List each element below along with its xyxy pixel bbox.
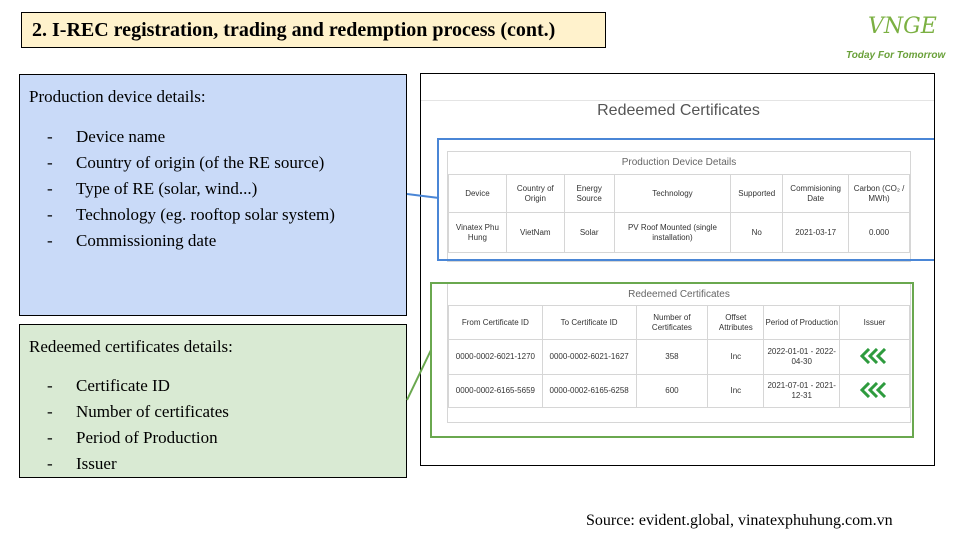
certificate-screenshot: Redeemed Certificates Production Device … <box>420 73 935 466</box>
bullet: - <box>47 231 53 250</box>
table-row: Vinatex Phu Hung VietNam Solar PV Roof M… <box>448 212 910 253</box>
col-header: Commisioning Date <box>782 174 850 213</box>
table-cell: Solar <box>563 212 615 253</box>
logo-tagline: Today For Tomorrow <box>846 50 946 61</box>
table-cell: 2022-01-01 - 2022-04-30 <box>763 339 841 375</box>
redeemed-certificates-card: Redeemed Certificates From Certificate I… <box>447 283 911 423</box>
bullet: - <box>47 454 53 473</box>
col-header: Technology <box>613 174 732 213</box>
table-row: 0000-0002-6165-5659 0000-0002-6165-6258 … <box>448 374 910 408</box>
table-header-row: From Certificate ID To Certificate ID Nu… <box>448 305 910 340</box>
bullet: - <box>47 205 53 224</box>
bullet: - <box>47 179 53 198</box>
col-header: Device <box>448 174 507 213</box>
list-item-text: Device name <box>76 127 166 146</box>
bullet: - <box>47 127 53 146</box>
table-header-row: Device Country of Origin Energy Source T… <box>448 174 910 213</box>
production-device-table: Device Country of Origin Energy Source T… <box>448 174 910 253</box>
col-header: Country of Origin <box>505 174 565 213</box>
table-cell: Inc <box>707 339 765 375</box>
bullet: - <box>47 153 53 172</box>
table-cell: 2021-07-01 - 2021-12-31 <box>763 374 841 408</box>
table-cell: Inc <box>707 374 765 408</box>
col-header: From Certificate ID <box>448 305 543 340</box>
production-details-heading: Production device details: <box>29 87 206 106</box>
source-note: Source: evident.global, vinatexphuhung.c… <box>586 512 893 529</box>
table-cell: 0.000 <box>848 212 910 253</box>
list-item-text: Country of origin (of the RE source) <box>76 153 325 172</box>
col-header: Issuer <box>839 305 910 340</box>
col-header: Number of Certificates <box>635 305 709 340</box>
col-header: Period of Production <box>763 305 841 340</box>
production-device-caption: Production Device Details <box>621 157 737 168</box>
list-item-text: Issuer <box>76 454 117 473</box>
col-header: To Certificate ID <box>541 305 637 340</box>
issuer-chevrons-icon <box>859 381 886 398</box>
table-cell: 0000-0002-6165-6258 <box>541 374 637 408</box>
bullet: - <box>47 402 53 421</box>
redeemed-certificates-table: From Certificate ID To Certificate ID Nu… <box>448 305 910 408</box>
table-cell: 358 <box>635 339 709 375</box>
vnge-logo: VNGE Today For Tomorrow <box>842 14 948 66</box>
table-row: 0000-0002-6021-1270 0000-0002-6021-1627 … <box>448 339 910 375</box>
table-cell: 0000-0002-6165-5659 <box>448 374 543 408</box>
slide-title: 2. I-REC registration, trading and redem… <box>21 12 606 48</box>
col-header: Carbon (CO₂ / MWh) <box>848 174 910 213</box>
issuer-cell <box>839 339 910 375</box>
col-header: Offset Attributes <box>707 305 765 340</box>
table-cell: PV Roof Mounted (single installation) <box>613 212 732 253</box>
list-item-text: Type of RE (solar, wind...) <box>76 179 258 198</box>
production-device-card: Production Device Details Device Country… <box>447 151 911 262</box>
list-item-text: Technology (eg. rooftop solar system) <box>76 205 335 224</box>
list-item-text: Certificate ID <box>76 376 170 395</box>
bullet: - <box>47 376 53 395</box>
screenshot-title: Redeemed Certificates <box>597 102 760 119</box>
redeemed-details-heading: Redeemed certificates details: <box>29 337 233 356</box>
bullet: - <box>47 428 53 447</box>
redeemed-certificates-caption: Redeemed Certificates <box>628 289 730 300</box>
issuer-chevrons-icon <box>859 347 886 364</box>
table-cell: Vinatex Phu Hung <box>448 212 507 253</box>
redeemed-details-panel: Redeemed certificates details: - Certific… <box>19 324 407 478</box>
table-cell: No <box>730 212 784 253</box>
production-details-panel: Production device details: -Device name … <box>19 74 407 316</box>
table-cell: 600 <box>635 374 709 408</box>
table-cell: VietNam <box>505 212 565 253</box>
table-cell: 0000-0002-6021-1627 <box>541 339 637 375</box>
col-header: Supported <box>730 174 784 213</box>
list-item-text: Period of Production <box>76 428 218 447</box>
logo-mark: VNGE <box>868 14 937 39</box>
divider <box>421 100 934 101</box>
table-cell: 0000-0002-6021-1270 <box>448 339 543 375</box>
list-item-text: Number of certificates <box>76 402 229 421</box>
issuer-cell <box>839 374 910 408</box>
list-item-text: Commissioning date <box>76 231 217 250</box>
col-header: Energy Source <box>563 174 615 213</box>
table-cell: 2021-03-17 <box>782 212 850 253</box>
